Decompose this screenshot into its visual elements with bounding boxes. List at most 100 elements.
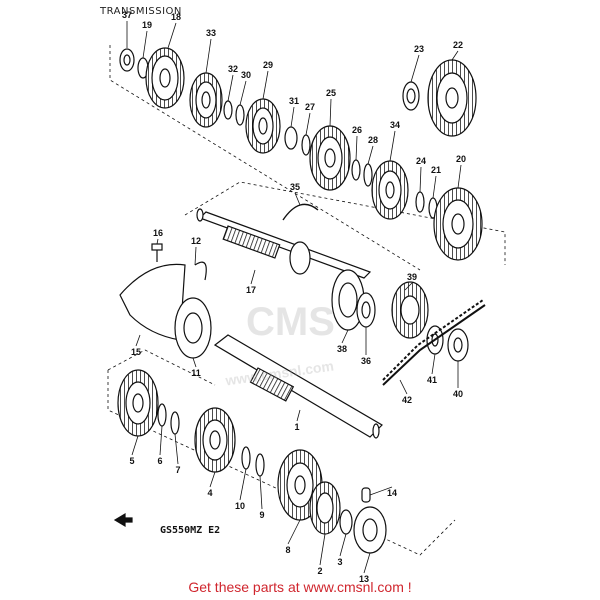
leader-line-12 [194,246,197,266]
leader-line-22 [451,50,459,61]
part-39-sprocket [391,281,429,339]
part-3-washer [339,509,353,535]
leader-line-25 [329,98,332,127]
part-label-23: 23 [414,44,424,54]
part-6-washer [157,403,167,427]
leader-line-13 [363,552,371,574]
part-22-gear [427,59,477,137]
leader-line-34 [389,130,396,162]
leader-line-11 [192,357,197,368]
part-42-chain [382,299,486,386]
leader-line-6 [159,425,163,456]
part-label-19: 19 [142,20,152,30]
part-label-38: 38 [337,344,347,354]
part-18-gear [145,47,185,109]
part-label-33: 33 [206,28,216,38]
part-label-15: 15 [131,347,141,357]
leader-line-35 [294,192,301,206]
part-13-bearing [353,506,387,554]
part-23-bearing [402,81,420,111]
part-label-41: 41 [427,375,437,385]
leader-line-33 [205,38,212,74]
leader-line-19 [142,30,148,59]
part-7-circlip [170,411,180,435]
part-label-1: 1 [294,422,299,432]
part-17-countershaft [196,208,372,279]
part-label-40: 40 [453,389,463,399]
arrow-indicator-icon [113,512,133,528]
leader-line-26 [355,135,358,161]
part-24-washer [415,191,425,213]
part-label-12: 12 [191,236,201,246]
part-label-7: 7 [175,465,180,475]
leader-line-15 [135,334,141,347]
page-title: TRANSMISSION [100,6,182,17]
part-30-circlip [235,104,245,126]
leader-line-42 [399,379,408,395]
part-10-washer [241,446,251,470]
part-label-32: 32 [228,64,238,74]
part-14-pin [361,487,371,503]
leader-line-38 [341,329,349,344]
leader-line-23 [410,54,420,83]
part-5-gear [117,369,159,437]
part-label-35: 35 [290,182,300,192]
part-31-bushing [284,126,298,150]
part-label-25: 25 [326,88,336,98]
part-label-31: 31 [289,96,299,106]
leader-line-9 [259,475,263,510]
part-label-28: 28 [368,135,378,145]
part-40-nut [447,328,469,362]
part-label-8: 8 [285,545,290,555]
leader-line-5 [131,435,139,456]
leader-line-1 [296,409,301,422]
leader-line-31 [290,106,295,128]
part-label-2: 2 [317,566,322,576]
part-33-gear [189,72,223,128]
part-label-16: 16 [153,228,163,238]
part-label-17: 17 [246,285,256,295]
leader-line-39 [404,282,413,291]
part-28-washer [363,163,373,187]
leader-line-3 [339,533,347,557]
part-35-circlip [282,203,319,221]
part-2-gear [309,481,341,535]
leader-line-28 [367,145,374,165]
part-38-seal [331,269,365,331]
leader-line-8 [287,519,301,545]
part-16-bolt [151,243,163,262]
part-9-circlip [255,453,265,477]
leader-line-4 [209,471,216,488]
part-label-13: 13 [359,574,369,584]
leader-line-29 [262,70,269,100]
leader-line-10 [239,468,247,501]
part-12-spring [194,261,207,281]
leader-line-17 [250,269,256,285]
part-11-bearing [174,297,212,359]
part-label-34: 34 [390,120,400,130]
part-label-20: 20 [456,154,466,164]
footer-link[interactable]: Get these parts at www.cmsnl.com ! [188,579,412,595]
part-15-plate [119,263,186,341]
leader-line-24 [419,166,422,193]
part-36-spacer [356,292,376,328]
part-label-27: 27 [305,102,315,112]
part-label-10: 10 [235,501,245,511]
leader-line-2 [319,533,326,566]
part-label-39: 39 [407,272,417,282]
part-label-37: 37 [122,10,132,20]
leader-lines [126,21,462,574]
part-27-washer [301,134,311,156]
part-1-driveshaft [213,334,383,439]
part-32-washer [223,100,233,120]
part-label-30: 30 [241,70,251,80]
leader-line-30 [239,80,247,106]
part-29-gear [245,98,281,154]
frame-upper [109,45,506,271]
frame-lower [107,349,456,556]
part-label-26: 26 [352,125,362,135]
leader-line-32 [227,74,234,102]
part-37-bearing [119,48,135,72]
